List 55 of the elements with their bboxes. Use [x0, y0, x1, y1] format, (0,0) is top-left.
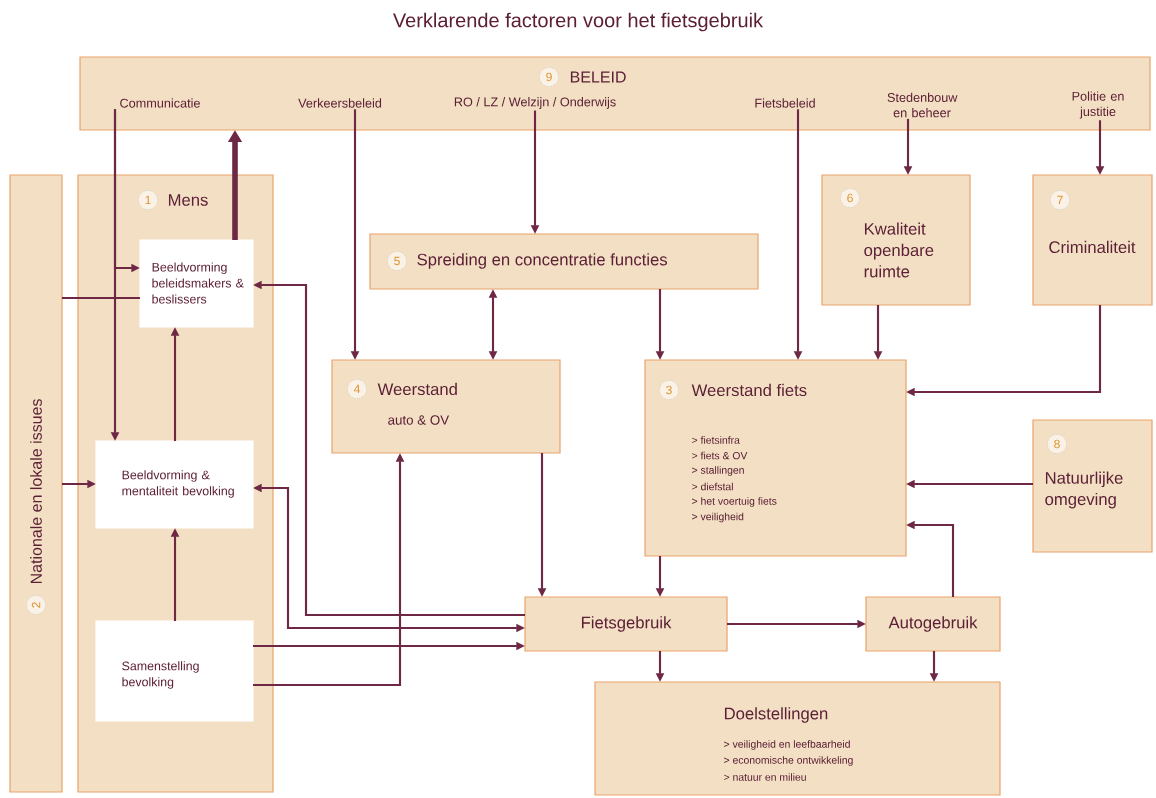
process-box [9, 174, 63, 793]
bullet-item: > het voertuig fiets [692, 497, 777, 507]
box-text: auto & OV [388, 415, 450, 425]
process-box [95, 620, 254, 722]
number-badge: 1 [138, 190, 158, 210]
policy-label: Fietsbeleid [755, 98, 815, 108]
process-box [369, 233, 759, 290]
process-box [821, 174, 971, 306]
policy-label: Communicatie [120, 98, 200, 108]
box-heading: Mens [168, 194, 208, 206]
bullet-item: > veiligheid [692, 512, 744, 523]
box-heading: Nationale en lokale issues [30, 399, 42, 584]
process-box [79, 56, 1151, 131]
box-heading: Weerstand fiets [691, 383, 807, 397]
bullet-item: > fietsinfra [692, 436, 740, 444]
box-heading: Criminaliteit [1049, 240, 1136, 254]
process-box [139, 239, 254, 328]
box-heading: Autogebruik [888, 616, 978, 632]
policy-label: RO / LZ / Welzijn / Onderwijs [454, 97, 616, 109]
box-heading: Weerstand [377, 382, 457, 396]
process-box [594, 681, 1001, 796]
box-heading: Doelstellingen [724, 707, 828, 723]
bullet-item: > stallingen [692, 466, 744, 476]
box-text: Samenstelling bevolking [122, 661, 199, 689]
box-heading: BELEID [570, 71, 626, 83]
process-box [95, 440, 254, 529]
number-badge: 6 [840, 188, 860, 208]
bullet-item: > veiligheid en leefbaarheid [724, 740, 850, 750]
number-badge: 7 [1050, 190, 1070, 210]
bullet-item: > fiets & OV [692, 451, 748, 460]
title: Verklarende factoren voor het fietsgebruik [393, 12, 764, 32]
box-heading: Natuurlijke omgeving [1045, 471, 1123, 509]
process-box [331, 359, 561, 454]
box-heading: Fietsgebruik [582, 616, 672, 632]
process-box [1032, 419, 1153, 553]
policy-label: Verkeersbeleid [298, 98, 382, 108]
process-box [524, 596, 728, 652]
number-badge: 3 [659, 380, 679, 400]
number-badge: 9 [539, 67, 559, 87]
policy-label: Politie en justitie [1072, 91, 1124, 119]
number-badge: 8 [1047, 434, 1067, 454]
bullet-item: > economische ontwikkeling [724, 756, 853, 766]
number-badge: 4 [347, 379, 367, 399]
number-badge: 2 [26, 595, 46, 615]
box-text: Beeldvorming & mentaliteit bevolking [122, 470, 234, 498]
number-badge: 5 [387, 251, 407, 271]
process-box [644, 359, 907, 557]
process-box [865, 596, 1001, 652]
policy-label: Stedenbouw en beheer [887, 92, 958, 118]
box-heading: Spreiding en concentratie functies [417, 253, 668, 269]
process-box [1032, 174, 1153, 306]
box-text: Beeldvorming beleidsmakers & beslissers [152, 262, 244, 304]
box-heading: Kwaliteit openbare ruimte [864, 222, 934, 278]
bullet-item: > natuur en milieu [724, 773, 806, 781]
bullet-item: > diefstal [692, 482, 733, 491]
